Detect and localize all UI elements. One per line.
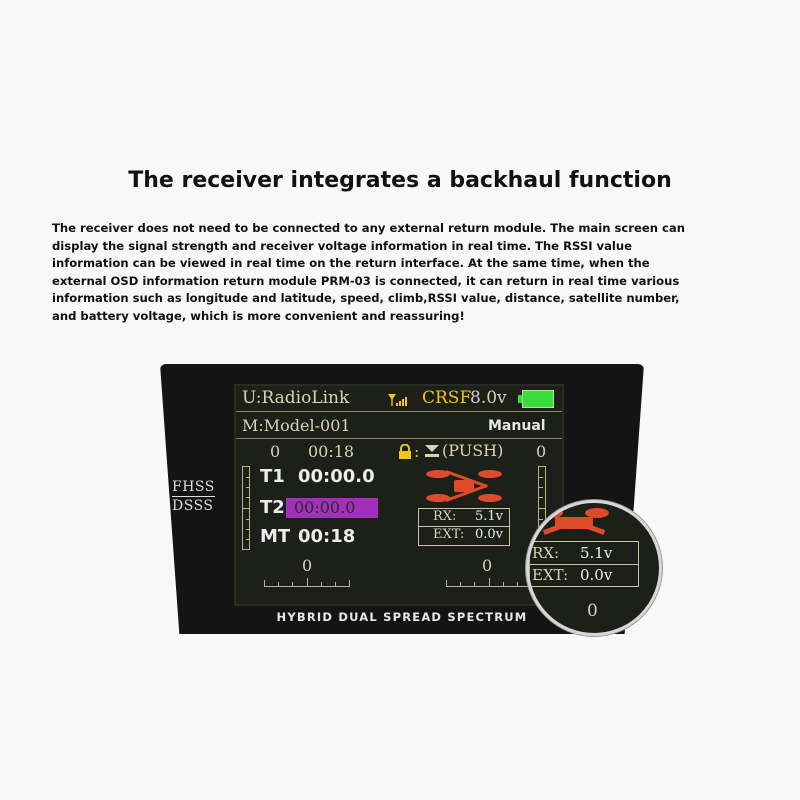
description-line: information such as longitude and latitu… [52, 291, 680, 306]
magnified-rx-value: 5.1v [580, 544, 613, 562]
right-horizontal-trim-gauge [446, 578, 532, 587]
transmitter-voltage: 8.0v [470, 388, 507, 408]
description-line: external OSD information return module P… [52, 273, 680, 288]
hybrid-spectrum-label: HYBRID DUAL SPREAD SPECTRUM [276, 610, 528, 624]
throttle-cut-icon [425, 445, 439, 457]
receiver-telemetry-box: RX: 5.1v EXT: 0.0v [418, 508, 510, 546]
right-counter: 0 [536, 442, 547, 461]
signal-strength-icon [388, 394, 407, 406]
description-line: The receiver does not need to be connect… [52, 221, 685, 235]
description-line: display the signal strength and receiver… [52, 238, 633, 253]
model-timer-label: MT [260, 526, 291, 547]
elapsed-time: 00:18 [308, 442, 355, 461]
divider [236, 411, 562, 412]
quadcopter-icon [539, 508, 609, 535]
magnified-rx-label: RX: [532, 544, 560, 562]
description-line: information can be viewed in real time o… [52, 256, 650, 271]
fhss-label: FHSS [172, 479, 215, 497]
protocol-label: CRSF [422, 388, 472, 408]
description-paragraph: The receiver does not need to be connect… [52, 220, 752, 326]
lock-icon [399, 444, 411, 459]
model-name: M:Model-001 [242, 416, 351, 435]
rx-voltage-value: 5.1v [475, 509, 504, 524]
timer-2-label: T2 [260, 497, 285, 518]
timer-2-value: 00:00.0 [294, 498, 356, 517]
left-horizontal-trim-gauge [264, 578, 350, 587]
user-name: U:RadioLink [242, 388, 350, 408]
left-vertical-trim-gauge [242, 466, 250, 550]
quadcopter-icon [426, 470, 502, 502]
rx-voltage-label: RX: [433, 509, 457, 524]
fhss-dsss-label: FHSS DSSS [172, 478, 215, 515]
push-indicator: (PUSH) [442, 441, 504, 460]
dsss-label: DSSS [172, 498, 214, 514]
flight-mode: Manual [488, 418, 546, 434]
left-horizontal-trim-value: 0 [302, 556, 313, 575]
lcd-screen: U:RadioLink CRSF 8.0v M:Model-001 Manual… [234, 384, 564, 606]
description-line: and battery voltage, which is more conve… [52, 308, 465, 323]
magnified-ext-label: EXT: [532, 566, 569, 584]
magnified-ext-value: 0.0v [580, 566, 613, 584]
magnified-trim-value: 0 [587, 601, 598, 621]
magnified-telemetry-box: RX: 5.1v EXT: 0.0v [529, 541, 639, 587]
timer-1-label: T1 [260, 466, 285, 487]
left-counter: 0 [270, 442, 281, 461]
timer-2-highlight [286, 498, 378, 518]
divider [236, 438, 562, 439]
right-horizontal-trim-value: 0 [482, 556, 493, 575]
ext-voltage-value: 0.0v [475, 527, 504, 542]
model-timer-value: 00:18 [298, 526, 356, 547]
battery-icon [518, 390, 554, 408]
lock-separator: : [414, 442, 420, 461]
headline: The receiver integrates a backhaul funct… [128, 168, 672, 193]
timer-1-value: 00:00.0 [298, 466, 375, 487]
telemetry-magnifier: RX: 5.1v EXT: 0.0v 0 [526, 500, 662, 636]
ext-voltage-label: EXT: [433, 527, 465, 542]
